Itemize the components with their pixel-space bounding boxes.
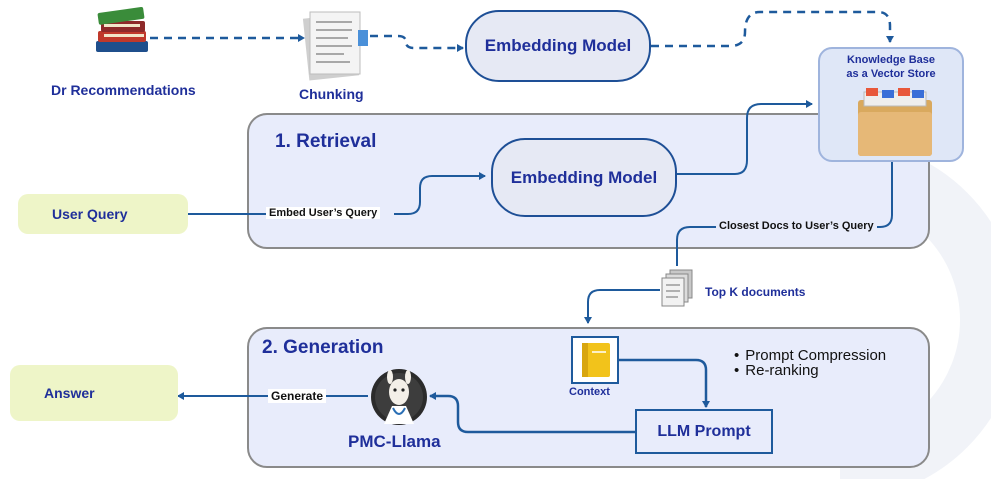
books-icon: [96, 6, 148, 52]
answer-callout: Answer: [10, 365, 178, 421]
retrieval-title: 1. Retrieval: [275, 131, 377, 152]
generation-steps-list: Prompt Compression Re-ranking: [734, 348, 886, 378]
context-label: Context: [569, 386, 610, 398]
generate-label: Generate: [268, 389, 327, 403]
arrow-context-to-prompt: [618, 358, 710, 408]
arrow-closest-to-topk: [676, 226, 716, 266]
dr-recommendations-label: Dr Recommendations: [51, 82, 196, 98]
kb-label-line1: Knowledge Base: [846, 54, 936, 66]
embedding-model-retrieval: Embedding Model: [491, 138, 677, 217]
notebook-icon: [571, 336, 619, 384]
chunking-label: Chunking: [299, 86, 364, 102]
arrow-prompt-to-llama: [429, 392, 638, 434]
embedding-model-ingest: Embedding Model: [465, 10, 651, 82]
file-cabinet-icon: [858, 88, 932, 156]
documents-stack-icon: [661, 269, 693, 307]
step-re-ranking: Re-ranking: [734, 363, 886, 378]
step-prompt-compression: Prompt Compression: [734, 348, 886, 363]
llm-prompt-box: LLM Prompt: [635, 409, 773, 454]
arrow-topk-to-context: [584, 289, 660, 324]
llama-avatar-icon: [371, 369, 427, 425]
arrow-kb-to-closest: [874, 162, 893, 228]
llm-prompt-label: LLM Prompt: [657, 422, 751, 440]
dashed-arrow-chunking-to-embedding: [370, 34, 464, 52]
embed-query-label: Embed User’s Query: [266, 207, 381, 219]
user-query-callout: User Query: [18, 194, 188, 234]
pmc-llama-label: PMC-Llama: [348, 432, 441, 451]
top-k-label: Top K documents: [705, 285, 806, 299]
document-chunk-icon: [302, 11, 368, 81]
generation-title: 2. Generation: [262, 337, 384, 358]
dashed-arrow-embedding-to-kb: [651, 10, 894, 48]
knowledge-base-label: Knowledge Base as a Vector Store: [818, 53, 964, 81]
kb-label-line2: as a Vector Store: [846, 68, 936, 80]
closest-docs-label: Closest Docs to User’s Query: [716, 220, 877, 232]
arrow-embed-to-model: [394, 172, 486, 215]
arrow-model-to-kb: [677, 100, 813, 175]
